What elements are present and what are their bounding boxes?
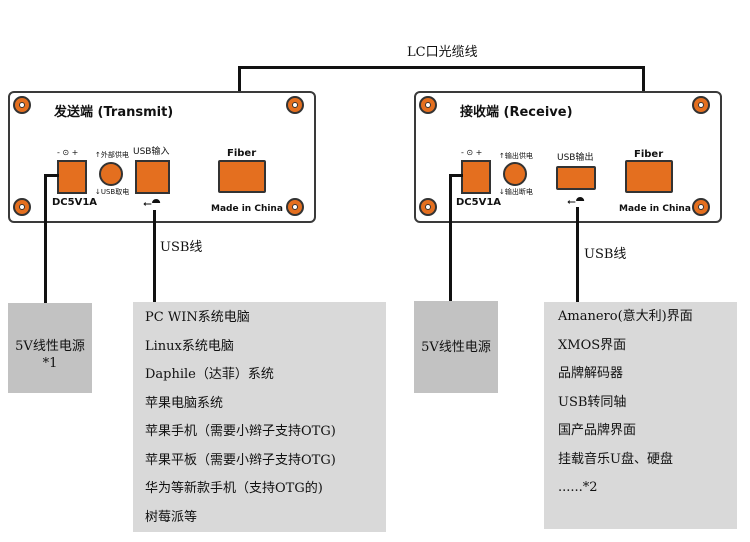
screw-icon <box>419 198 437 216</box>
left-power-line1: 5V线性电源 <box>15 339 85 354</box>
right-usb-caption: USB线 <box>584 247 627 262</box>
list-item: 国产品牌界面 <box>558 423 637 438</box>
list-item: USB转同轴 <box>558 394 627 410</box>
list-item: Amanero(意大利)界面 <box>558 309 693 324</box>
power-switch[interactable] <box>503 162 527 186</box>
right-power-wire-vertical <box>449 174 452 302</box>
list-item: 华为等新款手机（支持OTG的) <box>145 481 323 496</box>
list-item: 品牌解码器 <box>558 366 624 381</box>
usb-input-port[interactable] <box>135 160 170 194</box>
list-item: PC WIN系统电脑 <box>145 310 250 325</box>
made-in-label: Made in China <box>619 204 691 214</box>
transmit-panel <box>8 91 316 223</box>
made-in-label: Made in China <box>211 204 283 214</box>
usb-icon: ⭠⯊ <box>567 195 585 208</box>
left-power-wire-vertical <box>44 174 47 304</box>
left-power-line2: *1 <box>42 356 58 371</box>
fiber-cable-label: LC口光缆线 <box>407 45 478 60</box>
list-item: ......*2 <box>558 480 598 495</box>
fiber-cable-top <box>238 66 645 69</box>
screw-icon <box>419 96 437 114</box>
right-power-box <box>414 301 498 393</box>
list-item: 苹果电脑系统 <box>145 395 224 411</box>
list-item: XMOS界面 <box>558 337 627 353</box>
list-item: 苹果手机（需要小辫子支持OTG) <box>145 424 336 439</box>
screw-icon <box>286 96 304 114</box>
dc-power-jack[interactable] <box>461 160 491 194</box>
list-item: 树莓派等 <box>145 509 198 525</box>
dc-label: DC5V1A <box>456 197 502 208</box>
power-polarity-icon: - ⊙ + <box>461 148 483 157</box>
screw-icon <box>13 96 31 114</box>
screw-icon <box>13 198 31 216</box>
power-polarity-icon: - ⊙ + <box>57 148 79 157</box>
screw-icon <box>692 96 710 114</box>
usb-output-label: USB输出 <box>557 153 594 163</box>
power-switch[interactable] <box>99 162 123 186</box>
receive-panel <box>414 91 722 223</box>
fiber-label: Fiber <box>634 149 664 160</box>
sink-list-box <box>544 302 737 529</box>
switch-label-top: ↑外部供电 <box>95 151 129 159</box>
switch-label-top: ↑输出供电 <box>499 152 533 160</box>
fiber-label: Fiber <box>227 148 257 159</box>
screw-icon <box>286 198 304 216</box>
usb-input-label: USB输入 <box>133 147 170 157</box>
fiber-port[interactable] <box>218 160 266 193</box>
right-power-line1: 5V线性电源 <box>421 340 491 355</box>
list-item: 挂载音乐U盘、硬盘 <box>558 451 673 467</box>
dc-label: DC5V1A <box>52 197 98 208</box>
list-item: Daphile（达菲）系统 <box>145 367 274 382</box>
source-list: PC WIN系统电脑 Linux系统电脑 Daphile（达菲）系统苹果电脑系统苹果… <box>145 304 336 532</box>
switch-label-bottom: ↓输出断电 <box>499 188 533 196</box>
left-power-box <box>8 303 92 393</box>
sink-list: Amanero(意大利)界面 XMOS界面品牌解码器 USB转同轴国产品牌界面挂载音… <box>558 303 693 503</box>
left-usb-caption: USB线 <box>160 240 203 255</box>
list-item: Linux系统电脑 <box>145 338 234 354</box>
transmit-title: 发送端 (Transmit) <box>54 105 174 120</box>
receive-title: 接收端 (Receive) <box>460 105 573 120</box>
list-item: 苹果平板（需要小辫子支持OTG) <box>145 452 336 468</box>
switch-label-bottom: ↓USB取电 <box>95 188 130 196</box>
screw-icon <box>692 198 710 216</box>
usb-icon: ⭠⯊ <box>143 197 161 210</box>
fiber-port[interactable] <box>625 160 673 193</box>
usb-output-port[interactable] <box>556 166 596 190</box>
right-usb-wire <box>576 207 579 303</box>
left-power-wire-horizontal <box>44 174 59 177</box>
right-power-wire-horizontal <box>449 174 463 177</box>
left-usb-wire <box>153 210 156 303</box>
source-list-box <box>133 302 386 532</box>
dc-power-jack[interactable] <box>57 160 87 194</box>
